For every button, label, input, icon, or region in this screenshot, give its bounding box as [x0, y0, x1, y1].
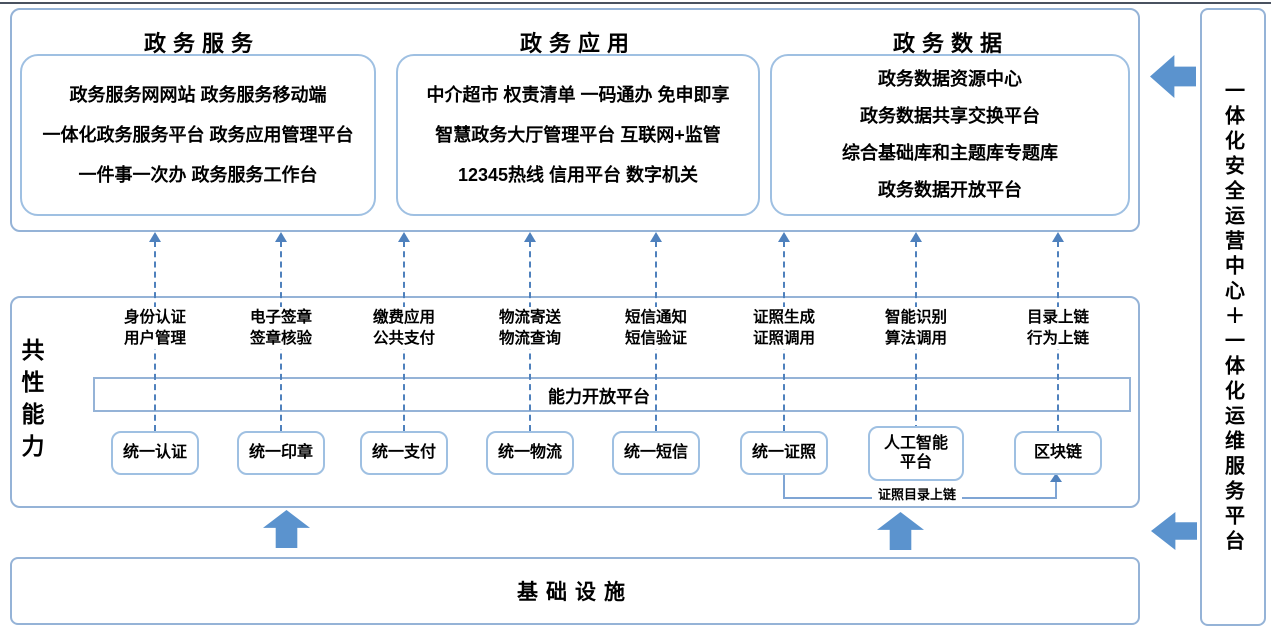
up-arrowhead-icon	[524, 232, 536, 242]
capability-box-sms: 统一短信	[612, 431, 700, 475]
capability-box-payment: 统一支付	[360, 431, 448, 475]
sidebar-title: 一体化安全运营中心＋一体化运维服务平台	[1221, 79, 1244, 555]
chain-connector-segment	[1055, 481, 1057, 499]
capability-label: 智能识别 算法调用	[879, 307, 953, 349]
top-layer-container: 政务服务 政务应用 政务数据 政务服务网网站 政务服务移动端 一体化政务服务平台…	[10, 8, 1140, 232]
up-block-arrow-icon	[877, 512, 924, 550]
section-title-gov-services: 政务服务	[143, 31, 261, 56]
capability-box-license: 统一证照	[740, 431, 828, 475]
chain-up-arrowhead-icon	[1050, 473, 1062, 482]
up-arrowhead-icon	[650, 232, 662, 242]
gov-applications-box: 中介超市 权责清单 一码通办 免申即享 智慧政务大厅管理平台 互联网+监管 12…	[396, 54, 760, 216]
capability-box-blockchain: 区块链	[1014, 431, 1102, 475]
capability-label: 短信通知 短信验证	[619, 307, 693, 349]
capability-open-platform-label: 能力开放平台	[542, 382, 656, 407]
chain-connector-segment	[783, 475, 785, 499]
chain-connector-label: 证照目录上链	[871, 484, 963, 503]
capability-label: 目录上链 行为上链	[1021, 307, 1095, 349]
security-ops-sidebar: 一体化安全运营中心＋一体化运维服务平台	[1200, 8, 1266, 626]
infrastructure-title: 基础设施	[517, 581, 633, 604]
capability-label: 证照生成 证照调用	[747, 307, 821, 349]
capability-label: 电子签章 签章核验	[244, 307, 318, 349]
capability-box-logistics: 统一物流	[486, 431, 574, 475]
capability-open-platform-band: 能力开放平台	[93, 377, 1131, 412]
capability-box-auth: 统一认证	[111, 431, 199, 475]
left-block-arrow-icon	[1150, 55, 1196, 98]
gov-services-box: 政务服务网网站 政务服务移动端 一体化政务服务平台 政务应用管理平台 一件事一次…	[20, 54, 376, 216]
up-arrowhead-icon	[275, 232, 287, 242]
left-block-arrow-icon	[1151, 512, 1197, 550]
up-arrowhead-icon	[778, 232, 790, 242]
section-title-gov-applications: 政务应用	[519, 31, 637, 56]
gov-data-box: 政务数据资源中心 政务数据共享交换平台 综合基础库和主题库专题库 政务数据开放平…	[770, 54, 1130, 216]
section-title-gov-data: 政务数据	[892, 31, 1010, 56]
up-arrowhead-icon	[149, 232, 161, 242]
capability-section-label: 共性能力	[18, 338, 44, 466]
capability-label: 物流寄送 物流查询	[493, 307, 567, 349]
up-arrowhead-icon	[1052, 232, 1064, 242]
capability-label: 缴费应用 公共支付	[367, 307, 441, 349]
up-arrowhead-icon	[398, 232, 410, 242]
up-arrowhead-icon	[910, 232, 922, 242]
capability-label: 身份认证 用户管理	[118, 307, 192, 349]
capability-box-ai: 人工智能平台	[868, 426, 964, 481]
capability-box-seal: 统一印章	[237, 431, 325, 475]
top-edge-line	[0, 2, 1271, 4]
up-block-arrow-icon	[263, 510, 310, 548]
infrastructure-box: 基础设施	[10, 557, 1140, 625]
